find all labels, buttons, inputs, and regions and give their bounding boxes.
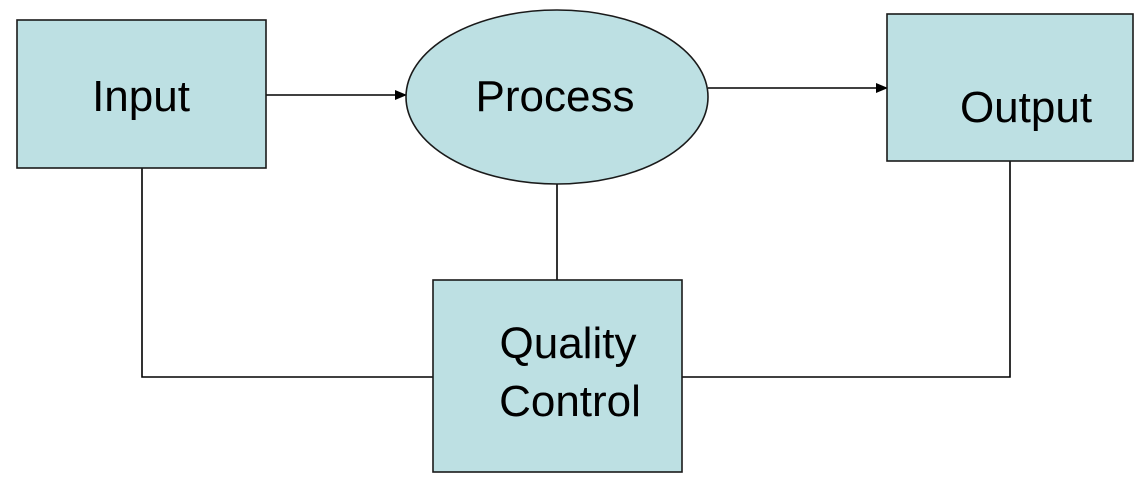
line-output-to-quality-control	[682, 161, 1011, 378]
input-node: Input	[16, 19, 267, 169]
output-node: Output	[886, 13, 1134, 162]
line-input-to-quality-control	[141, 168, 433, 378]
quality-control-node: Quality Control	[432, 279, 683, 473]
quality-control-label-line2: Control	[499, 377, 641, 426]
process-label: Process	[476, 72, 635, 121]
input-label: Input	[92, 72, 190, 121]
output-box	[886, 13, 1134, 162]
output-label: Output	[960, 83, 1092, 132]
process-node: Process	[405, 9, 709, 185]
quality-control-box	[432, 279, 683, 473]
input-box	[16, 19, 267, 169]
quality-control-label-line1: Quality	[500, 319, 637, 368]
process-ellipse	[405, 9, 709, 185]
